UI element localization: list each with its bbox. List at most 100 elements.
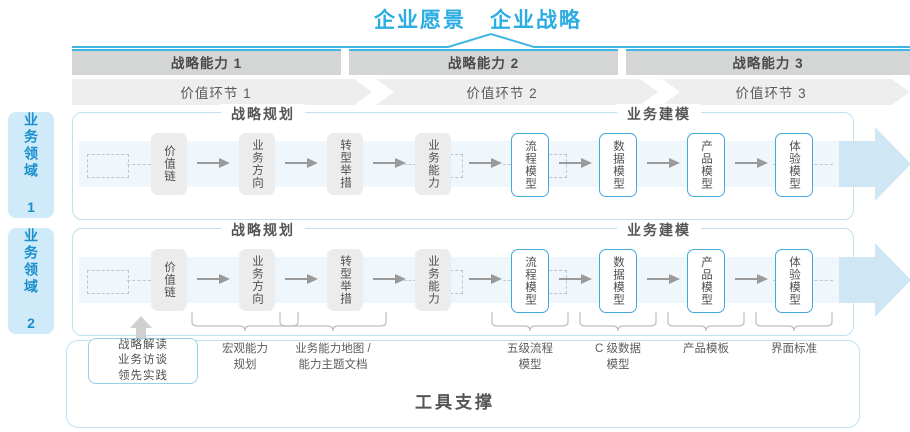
step-arrow-6: [647, 158, 680, 168]
up-arrow-icon: [130, 316, 152, 342]
capability-label-2: 战略能力 2: [447, 56, 520, 71]
enterprise-strategy-title: 企业战略: [490, 9, 582, 32]
step-label-8: 体验模型: [788, 256, 801, 306]
step-box-experience-model-2[interactable]: 体验模型: [775, 249, 813, 313]
step-arrow-2: [285, 158, 318, 168]
step-arrow-4: [469, 274, 502, 284]
step-label-3: 转型举措: [339, 139, 352, 189]
step-label-8: 体验模型: [788, 140, 801, 190]
dash-connector-2a: [127, 280, 151, 282]
value-link-chevrons: 价值环节 1 价值环节 2 价值环节 3: [72, 79, 910, 105]
step-arrow-7: [735, 274, 768, 284]
step-box-value-chain-2[interactable]: 价值链: [151, 249, 187, 311]
dash-connector-1b: [395, 164, 421, 166]
capability-bar-1[interactable]: 战略能力 1: [72, 49, 341, 75]
value-link-1[interactable]: 价值环节 1: [72, 79, 372, 105]
step-box-data-model-2[interactable]: 数据模型: [599, 249, 637, 313]
step-arrow-7: [735, 158, 768, 168]
practice-note-box[interactable]: 战略解读 业务访谈 领先实践: [88, 338, 198, 384]
band-rule-right-2: [705, 228, 843, 229]
step-label-6: 数据模型: [612, 256, 625, 306]
value-link-label-3: 价值环节 3: [735, 86, 807, 101]
flow-arrow-head-1: [839, 127, 910, 201]
step-arrow-3: [373, 274, 406, 284]
step-label-5: 流程模型: [524, 140, 537, 190]
capability-label-3: 战略能力 3: [732, 56, 804, 71]
step-label-1: 价值链: [163, 145, 176, 183]
domain-label-1: 业务领域 1: [23, 112, 39, 218]
section-title-planning-1: 战略规划: [221, 104, 305, 124]
practice-note-text: 战略解读 业务访谈 领先实践: [118, 338, 168, 382]
capability-bar-3[interactable]: 战略能力 3: [626, 49, 910, 75]
note-label-4: C 级数据 模型: [595, 343, 641, 371]
brace-connector-5: [667, 312, 745, 332]
step-arrow-2: [285, 274, 318, 284]
step-box-product-model-2[interactable]: 产品模型: [687, 249, 725, 313]
domain-row-1: 战略规划 业务建模 价值链 业务方向 转型举措 业务能力: [72, 104, 910, 220]
step-box-business-capability-2[interactable]: 业务能力: [415, 249, 451, 311]
band-rule-right-1: [705, 112, 843, 113]
dash-connector-1a: [127, 164, 151, 166]
value-link-2[interactable]: 价值环节 2: [358, 79, 658, 105]
capability-bar-2[interactable]: 战略能力 2: [349, 49, 618, 75]
step-box-data-model-1[interactable]: 数据模型: [599, 133, 637, 197]
brace-connector-2: [279, 312, 387, 332]
step-label-5: 流程模型: [524, 256, 537, 306]
step-box-business-direction-2[interactable]: 业务方向: [239, 249, 275, 311]
tool-support-container: [66, 340, 860, 428]
section-title-modeling-2: 业务建模: [617, 220, 701, 240]
step-box-transform-action-2[interactable]: 转型举措: [327, 249, 363, 311]
sidebar-item-domain-1[interactable]: 业务领域 1: [8, 112, 54, 218]
step-label-4: 业务能力: [427, 255, 440, 305]
vision-strategy-header: 企业愿景 企业战略: [0, 4, 910, 34]
step-arrow-6: [647, 274, 680, 284]
brace-connector-6: [755, 312, 833, 332]
step-arrow-1: [197, 158, 230, 168]
band-rule-mid-1: [305, 112, 617, 113]
step-label-7: 产品模型: [700, 256, 713, 306]
step-box-business-capability-1[interactable]: 业务能力: [415, 133, 451, 195]
strategic-capability-bars: 战略能力 1 战略能力 2 战略能力 3: [72, 49, 910, 75]
note-label-6: 界面标准: [771, 343, 817, 355]
note-label-3: 五级流程 模型: [507, 343, 553, 371]
step-box-value-chain-1[interactable]: 价值链: [151, 133, 187, 195]
note-label-5: 产品模板: [683, 343, 729, 355]
step-label-3: 转型举措: [339, 255, 352, 305]
brace-connector-3: [491, 312, 569, 332]
step-box-product-model-1[interactable]: 产品模型: [687, 133, 725, 197]
capability-label-1: 战略能力 1: [170, 56, 243, 71]
flow-arrow-head-2: [839, 243, 910, 317]
step-box-process-model-2[interactable]: 流程模型: [511, 249, 549, 313]
step-box-transform-action-1[interactable]: 转型举措: [327, 133, 363, 195]
section-title-planning-2: 战略规划: [221, 220, 305, 240]
value-link-label-2: 价值环节 2: [466, 86, 538, 101]
section-title-modeling-1: 业务建模: [617, 104, 701, 124]
band-rule-left-1: [83, 112, 221, 113]
brace-connector-4: [579, 312, 657, 332]
step-box-experience-model-1[interactable]: 体验模型: [775, 133, 813, 197]
value-link-3[interactable]: 价值环节 3: [644, 79, 910, 105]
step-arrow-3: [373, 158, 406, 168]
step-arrow-4: [469, 158, 502, 168]
value-link-label-1: 价值环节 1: [180, 86, 252, 101]
domain-row-2: 战略规划 业务建模 价值链 业务方向 转型举措 业务能力: [72, 220, 910, 336]
note-label-1: 宏观能力 规划: [222, 343, 268, 371]
domain-label-2: 业务领域 2: [23, 228, 39, 334]
step-arrow-5: [559, 274, 592, 284]
band-rule-mid-2: [305, 228, 617, 229]
step-box-business-direction-1[interactable]: 业务方向: [239, 133, 275, 195]
step-arrow-5: [559, 158, 592, 168]
placeholder-cell-start-2: [87, 270, 129, 294]
dash-connector-2b: [395, 280, 421, 282]
step-label-2: 业务方向: [251, 255, 264, 305]
enterprise-vision-title: 企业愿景: [374, 9, 466, 32]
band-rule-left-2: [83, 228, 221, 229]
step-label-1: 价值链: [163, 261, 176, 299]
step-label-6: 数据模型: [612, 140, 625, 190]
step-box-process-model-1[interactable]: 流程模型: [511, 133, 549, 197]
sidebar-item-domain-2[interactable]: 业务领域 2: [8, 228, 54, 334]
step-label-4: 业务能力: [427, 139, 440, 189]
tool-support-title: 工具支撑: [415, 393, 495, 412]
vision-connector-line: [72, 33, 910, 48]
